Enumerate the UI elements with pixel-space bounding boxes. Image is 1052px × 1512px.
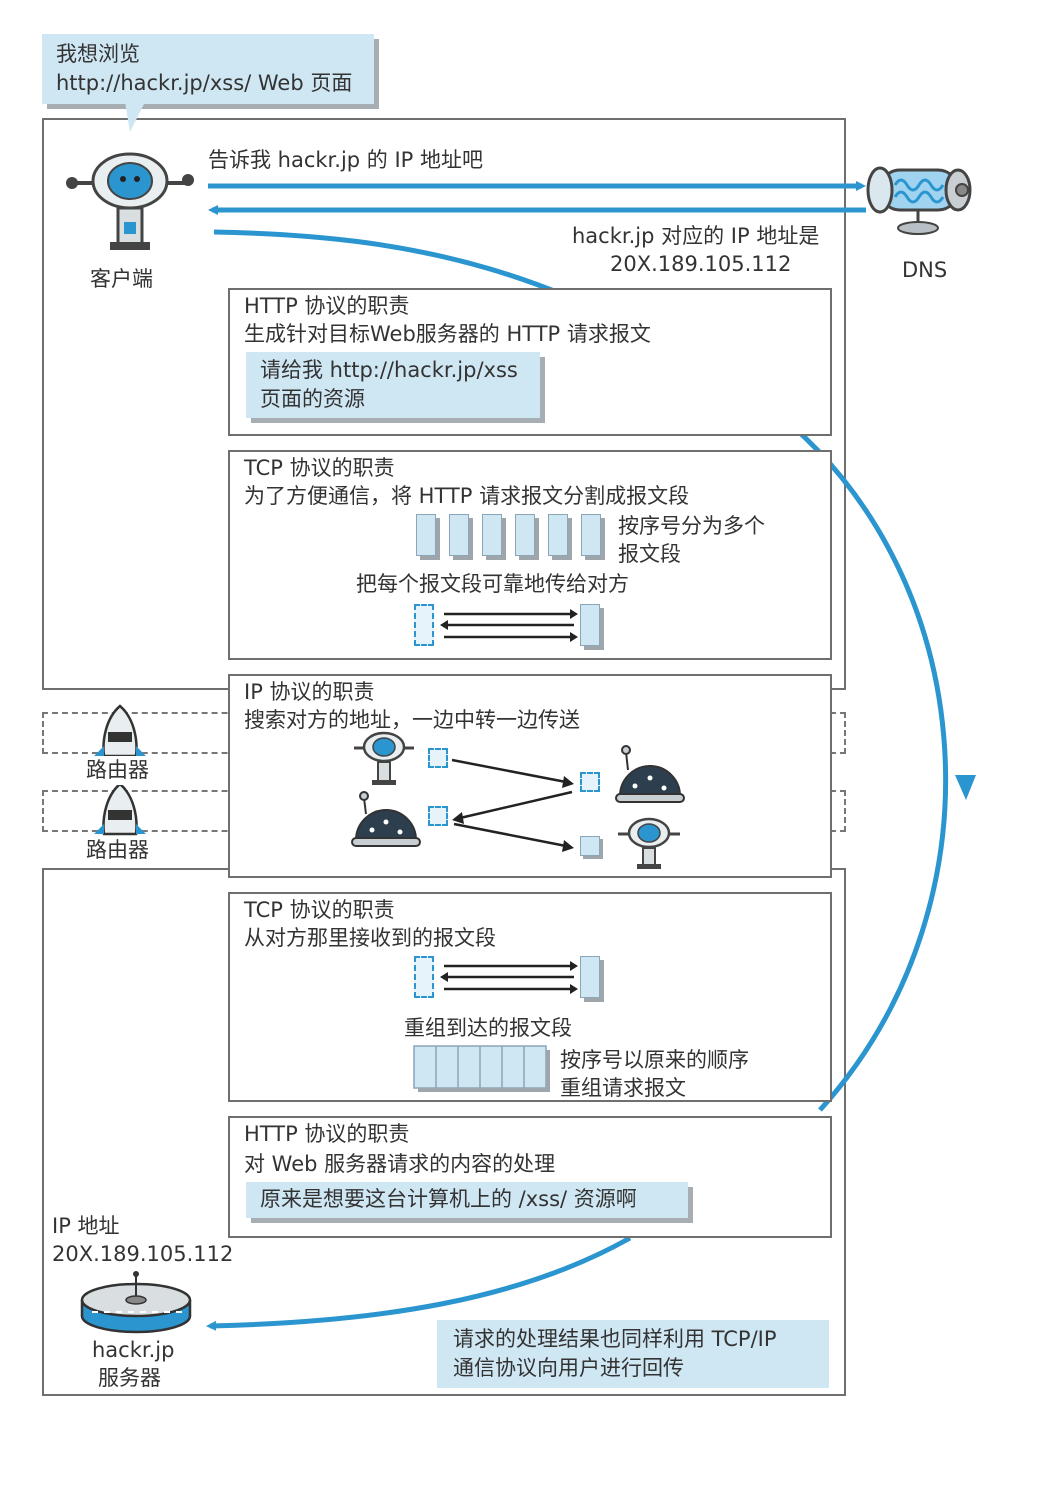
http-server-desc: 对 Web 服务器请求的内容的处理: [244, 1152, 556, 1176]
intent-line-1: 我想浏览: [56, 42, 140, 66]
response-note: 请求的处理结果也同样利用 TCP/IP 通信协议向用户进行回传: [437, 1320, 829, 1388]
ip-packet-hop-2: [428, 806, 448, 826]
segment-5: [548, 514, 568, 556]
segment-4: [515, 514, 535, 556]
tcp-reassemble-text: 重组到达的报文段: [404, 1016, 572, 1040]
server-ip-value: 20X.189.105.112: [52, 1242, 234, 1266]
http-client-desc: 生成针对目标Web服务器的 HTTP 请求报文: [244, 322, 651, 346]
tcp-server-desc: 从对方那里接收到的报文段: [244, 926, 496, 950]
router-label-2: 路由器: [86, 836, 149, 865]
intent-bubble: 我想浏览 http://hackr.jp/xss/ Web 页面: [42, 34, 374, 104]
ip-desc: 搜索对方的地址，一边中转一边传送: [244, 708, 580, 732]
response-line-1: 请求的处理结果也同样利用 TCP/IP: [453, 1327, 777, 1351]
dns-query-text: 告诉我 hackr.jp 的 IP 地址吧: [208, 148, 483, 172]
ip-packet-end: [580, 836, 600, 856]
response-flow-curve: [206, 1235, 632, 1331]
dns-answer-line-1: hackr.jp 对应的 IP 地址是: [572, 224, 820, 248]
client-label: 客户端: [90, 267, 153, 291]
tcp-client-title: TCP 协议的职责: [244, 456, 395, 480]
ip-title: IP 协议的职责: [244, 680, 375, 704]
request-flow-head: [955, 775, 976, 800]
bubble-tail: [125, 102, 145, 132]
server-ip-label: IP 地址: [52, 1214, 120, 1238]
router-label-1: 路由器: [86, 756, 149, 785]
ip-packet-start: [428, 748, 448, 768]
dns-answer-line-2: 20X.189.105.112: [610, 252, 792, 276]
mini-client-robot-icon: [354, 731, 414, 785]
server-sender-segment: [414, 956, 434, 998]
receiver-segment: [580, 604, 600, 646]
sender-segment: [414, 604, 434, 646]
segment-6: [581, 514, 601, 556]
segment-2: [449, 514, 469, 556]
http-server-note: 原来是想要这台计算机上的 /xss/ 资源啊: [246, 1182, 688, 1218]
tcp-client-desc: 为了方便通信，将 HTTP 请求报文分割成报文段: [244, 484, 690, 508]
http-request-line-2: 页面的资源: [260, 387, 365, 411]
server-name-line-1: hackr.jp: [92, 1338, 175, 1362]
mini-server-robot-icon: [618, 817, 680, 869]
tcp-order-line-2: 重组请求报文: [560, 1076, 686, 1100]
segment-1: [416, 514, 436, 556]
http-request-note: 请给我 http://hackr.jp/xss 页面的资源: [246, 352, 540, 418]
tcp-reliable-text: 把每个报文段可靠地传给对方: [356, 572, 629, 596]
beetle-robot-icon-left: [351, 791, 421, 847]
router-rocket-icon-2: [94, 782, 146, 836]
tcp-split-line-1: 按序号分为多个: [618, 514, 765, 538]
beetle-robot-icon-top: [615, 745, 685, 803]
tcp-order-line-1: 按序号以原来的顺序: [560, 1048, 749, 1072]
tcp-server-title: TCP 协议的职责: [244, 898, 395, 922]
tcp-split-line-2: 报文段: [618, 542, 681, 566]
http-client-title: HTTP 协议的职责: [244, 294, 410, 318]
intent-line-2: http://hackr.jp/xss/ Web 页面: [56, 71, 353, 95]
http-server-title: HTTP 协议的职责: [244, 1122, 410, 1146]
dns-label: DNS: [902, 258, 948, 282]
response-line-2: 通信协议向用户进行回传: [453, 1356, 684, 1380]
server-name-line-2: 服务器: [98, 1366, 161, 1390]
router-rocket-icon-1: [94, 704, 146, 758]
segment-3: [482, 514, 502, 556]
server-receiver-segment: [580, 956, 600, 998]
http-request-line-1: 请给我 http://hackr.jp/xss: [260, 358, 518, 382]
ip-packet-hop-1: [580, 772, 600, 792]
